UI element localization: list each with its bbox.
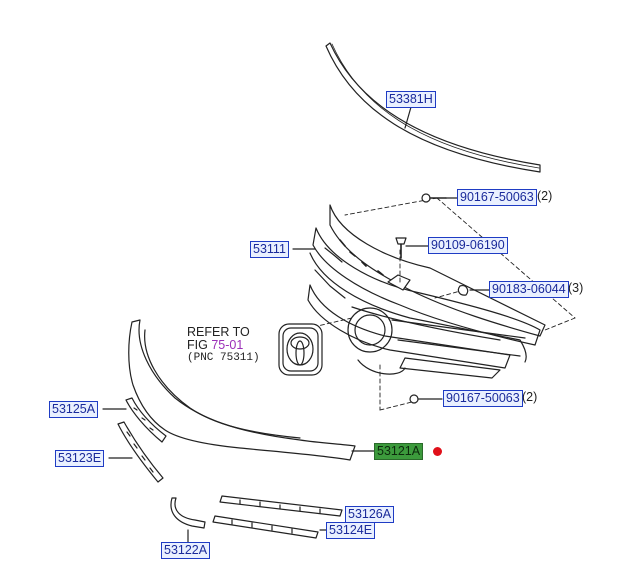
molding-53125A-part [125,397,167,443]
qty-90183: (3) [568,281,584,295]
radiator-grille-part [307,204,546,379]
qty-90167-upper: (2) [537,189,553,203]
nut-90183 [457,285,469,296]
corner-piece-53122A-part [170,497,206,529]
callout-53123E[interactable]: 53123E [55,450,105,467]
screw-90167-upper [421,193,447,203]
fig-75-01-link[interactable]: 75-01 [211,338,244,352]
grille-lower-panel-part [128,319,356,461]
refer-line: REFER TO [187,325,250,339]
refer-note: REFER TO FIG 75-01 (PNC 75311) [187,326,260,365]
callout-90109-06190[interactable]: 90109-06190 [428,237,508,254]
callout-90183-06044[interactable]: 90183-06044 [489,281,569,298]
bolt-90109 [395,237,407,259]
qty-90167-lower: (2) [522,390,538,404]
selected-marker-icon [433,447,442,456]
toyota-emblem-icon [278,323,323,376]
leader-53381H [404,106,412,129]
assembly-guide-lines [299,197,576,411]
callout-53121A[interactable]: 53121A [374,443,424,460]
callout-53125A[interactable]: 53125A [49,401,99,418]
screw-90167-lower [409,394,443,404]
callout-53124E[interactable]: 53124E [326,522,376,539]
pnc-reference: (PNC 75311) [187,352,260,364]
callout-53381H[interactable]: 53381H [386,91,436,108]
callout-53126A[interactable]: 53126A [345,506,395,523]
molding-53126A-part [219,495,343,517]
callout-53111[interactable]: 53111 [250,241,289,258]
molding-53123E-part [117,421,164,483]
callout-53122A[interactable]: 53122A [161,542,211,559]
callout-90167-50063-upper[interactable]: 90167-50063 [457,189,537,206]
callout-90167-50063-lower[interactable]: 90167-50063 [443,390,523,407]
molding-53124E-part [212,515,319,539]
upper-molding-part [325,42,541,173]
fig-prefix: FIG [187,338,208,352]
